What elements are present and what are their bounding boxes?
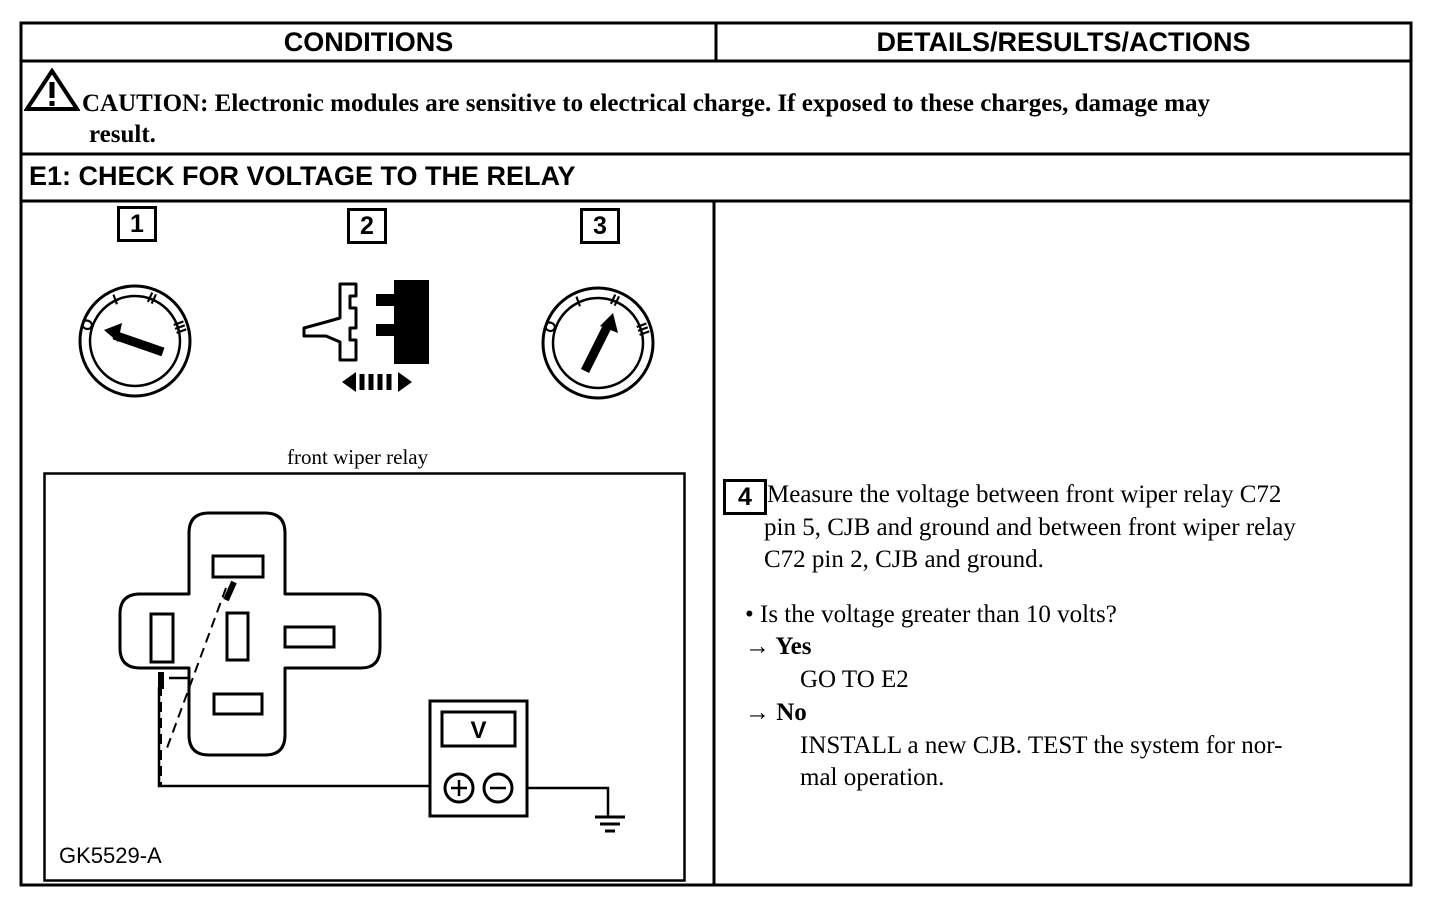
no-action-line2: mal operation. [800,764,945,791]
caution-text-line1: CAUTION: Electronic modules are sensitiv… [82,90,1211,117]
action-line-1: Measure the voltage between front wiper … [767,481,1282,508]
caution-text-line2: result. [89,121,156,148]
ignition-mark-3-b: III [632,321,652,339]
connector-disconnect-icon [302,280,429,392]
action-line-2: pin 5, CJB and ground and between front … [764,514,1296,541]
step-number-3: 3 [580,208,620,244]
ignition-switch-on-icon: O I II III [541,286,655,400]
ignition-mark-1-b: I [574,293,584,310]
step-number-1: 1 [117,206,157,242]
no-action-line1: INSTALL a new CJB. TEST the system for n… [800,732,1283,759]
yes-action: GO TO E2 [800,666,909,693]
ignition-mark-1: I [111,291,121,308]
step-number-2: 2 [347,208,387,244]
ignition-switch-off-icon: O I II III [78,284,192,398]
action-line-3: C72 pin 2, CJB and ground. [764,546,1044,573]
warning-triangle-icon [24,68,80,111]
meter-label: V [470,717,486,744]
ignition-mark-3: III [169,319,189,337]
figure-caption: front wiper relay [287,445,429,469]
question-text: • Is the voltage greater than 10 volts? [745,601,1117,628]
figure-id: GK5529-A [59,843,162,868]
yes-label: → Yes [745,633,812,660]
step-number-4: 4 [723,479,767,515]
step-title: E1: CHECK FOR VOLTAGE TO THE RELAY [29,161,576,191]
relay-diagram: V GK5529-A [43,472,686,882]
header-conditions: CONDITIONS [283,27,454,57]
no-label: → No [745,699,807,726]
header-details: DETAILS/RESULTS/ACTIONS [876,27,1251,57]
